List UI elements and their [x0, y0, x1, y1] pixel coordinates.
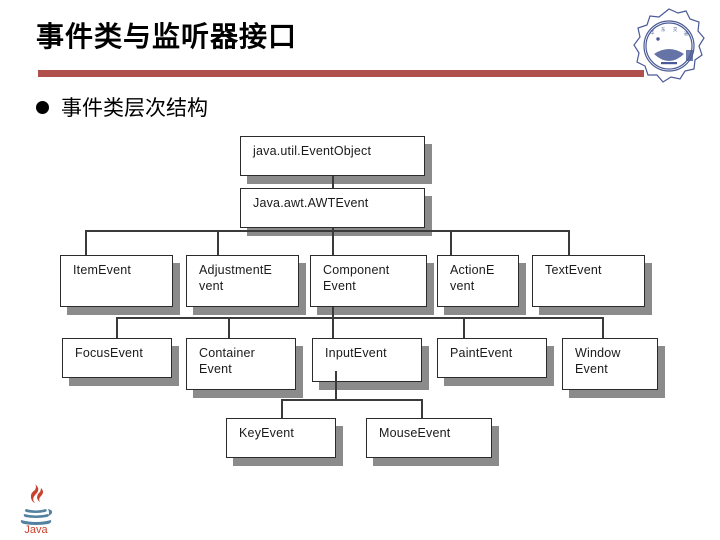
- svg-text:华: 华: [650, 29, 655, 36]
- edge-level4-bus: [116, 317, 602, 319]
- java-logo: Java: [12, 482, 60, 536]
- svg-text:Java: Java: [24, 524, 48, 534]
- bullet-list-item: 事件类层次结构: [36, 92, 208, 122]
- edge-bus-to-textevent: [568, 230, 570, 261]
- edge-eventobject-awtevent: [332, 176, 334, 190]
- edge-bus-to-keyevent: [281, 399, 283, 421]
- node-focus-event: FocusEvent: [62, 338, 172, 378]
- page-title: 事件类与监听器接口: [36, 21, 298, 52]
- edge-level5-bus: [281, 399, 422, 401]
- edge-bus-to-itemevent: [85, 230, 87, 261]
- edge-bus-to-inputevent: [332, 317, 334, 341]
- node-paint-event: PaintEvent: [437, 338, 547, 378]
- svg-text:通: 通: [684, 30, 689, 37]
- edge-bus-to-componentevent: [332, 230, 334, 261]
- node-window-event: Window Event: [562, 338, 658, 390]
- svg-text:东: 东: [661, 26, 666, 32]
- node-event-object: java.util.EventObject: [240, 136, 425, 176]
- filled-circle-bullet-icon: [36, 100, 49, 114]
- edge-bus-to-mouseevent: [421, 399, 423, 421]
- edge-bus-to-windowevent: [602, 317, 604, 341]
- node-mouse-event: MouseEvent: [366, 418, 492, 458]
- node-awt-event: Java.awt.AWTEvent: [240, 188, 425, 228]
- edge-bus-to-paintevent: [463, 317, 465, 341]
- bullet-item-label: 事件类层次结构: [61, 97, 208, 120]
- node-input-event: InputEvent: [312, 338, 422, 382]
- edge-level3-bus: [85, 230, 569, 232]
- node-action-event: ActionE vent: [437, 255, 519, 307]
- university-seal-icon: 华 东 交 通: [628, 6, 710, 94]
- svg-text:交: 交: [673, 26, 678, 33]
- edge-bus-to-focusevent: [116, 317, 118, 341]
- event-class-hierarchy-diagram: java.util.EventObject Java.awt.AWTEvent …: [0, 130, 720, 480]
- node-component-event: Component Event: [310, 255, 427, 307]
- node-item-event: ItemEvent: [60, 255, 173, 307]
- edge-bus-to-actionevent: [450, 230, 452, 261]
- node-container-event: Container Event: [186, 338, 296, 390]
- edge-bus-to-containerevent: [228, 317, 230, 341]
- node-adjustment-event: AdjustmentE vent: [186, 255, 299, 307]
- edge-inputevent-stem: [335, 371, 337, 401]
- node-key-event: KeyEvent: [226, 418, 336, 458]
- node-text-event: TextEvent: [532, 255, 645, 307]
- title-divider-rule: [38, 70, 644, 77]
- edge-bus-to-adjustmentevent: [217, 230, 219, 261]
